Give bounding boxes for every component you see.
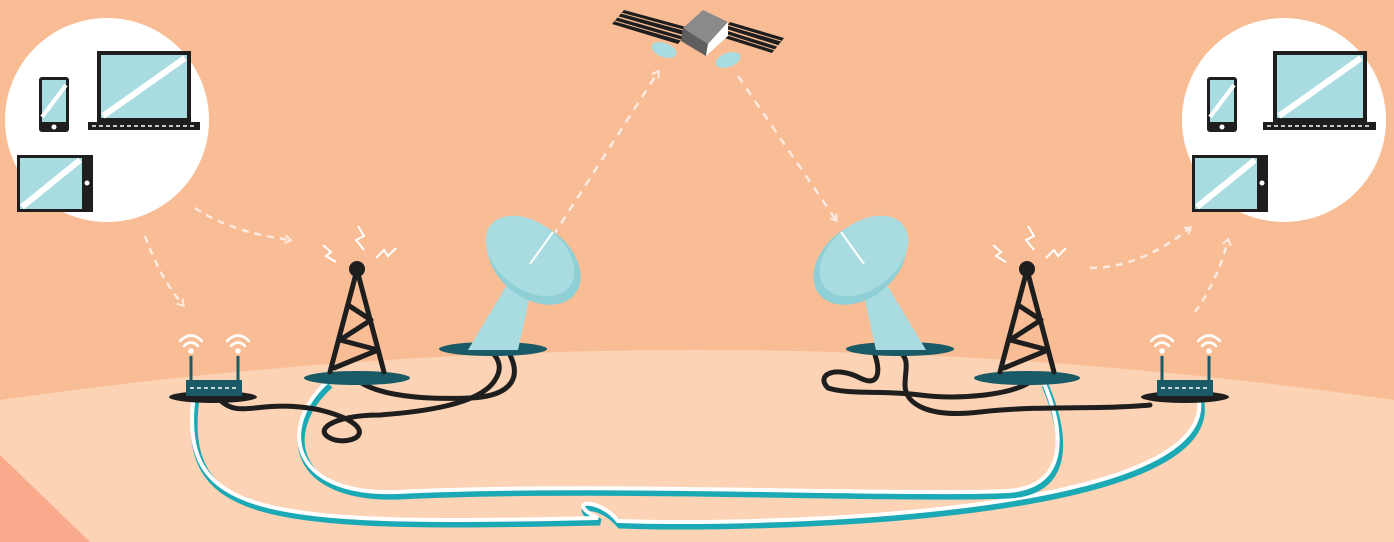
satellite-icon (612, 10, 784, 71)
signal-icon (993, 226, 1066, 262)
uplink-arrow (553, 72, 658, 236)
signal-icon (323, 226, 396, 262)
tablet-icon (1192, 155, 1268, 212)
downlink-arrow (738, 76, 836, 220)
phone-icon (39, 77, 69, 132)
left-satellite-dish-icon (439, 199, 597, 356)
left-circle-to-tower-arrow (195, 208, 290, 240)
right-tower-to-circle-arrow (1090, 228, 1190, 268)
left-circle-to-router-arrow (145, 236, 183, 305)
right-satellite-dish-icon (797, 199, 954, 356)
right-router-icon (1141, 336, 1229, 404)
wifi-icon (180, 336, 249, 353)
right-router-to-circle-arrow (1195, 240, 1228, 312)
tablet-icon (17, 155, 93, 212)
laptop-icon (1263, 51, 1376, 130)
wifi-icon (1151, 336, 1220, 353)
left-router-icon (169, 336, 257, 404)
left-device-cluster (5, 18, 209, 222)
phone-icon (1207, 77, 1237, 132)
laptop-icon (88, 51, 200, 130)
right-device-cluster (1182, 18, 1386, 222)
